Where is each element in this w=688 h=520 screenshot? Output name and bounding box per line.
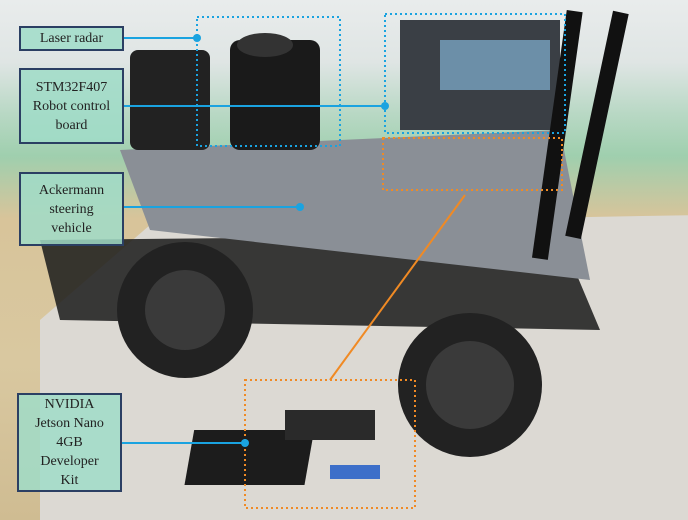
jetson-connector-line xyxy=(329,194,466,381)
lidar xyxy=(230,40,320,150)
usb-ports xyxy=(330,465,380,479)
top-plate xyxy=(120,130,590,280)
board-callout-dot xyxy=(381,102,389,110)
vehicle-callout-dot xyxy=(296,203,304,211)
lidar-highlight-box xyxy=(196,16,341,147)
jetson-callout-dot xyxy=(241,439,249,447)
battery-box xyxy=(130,50,210,150)
jetson-label: NVIDIA Jetson Nano 4GB Developer Kit xyxy=(17,393,122,492)
laser-callout-dot xyxy=(193,34,201,42)
antenna-1 xyxy=(531,10,583,260)
jetson-highlight-box xyxy=(244,379,416,509)
board-highlight-box xyxy=(384,13,566,134)
control-board-label: STM32F407 Robot control board xyxy=(19,68,124,144)
jetson-heatsink xyxy=(285,410,375,440)
vehicle-label: Ackermann steering vehicle xyxy=(19,172,124,246)
antenna-2 xyxy=(565,10,629,240)
laser-radar-label: Laser radar xyxy=(19,26,124,51)
jetson-mount-highlight-box xyxy=(382,137,563,191)
board-chip xyxy=(440,40,550,90)
lidar-top xyxy=(237,33,293,57)
